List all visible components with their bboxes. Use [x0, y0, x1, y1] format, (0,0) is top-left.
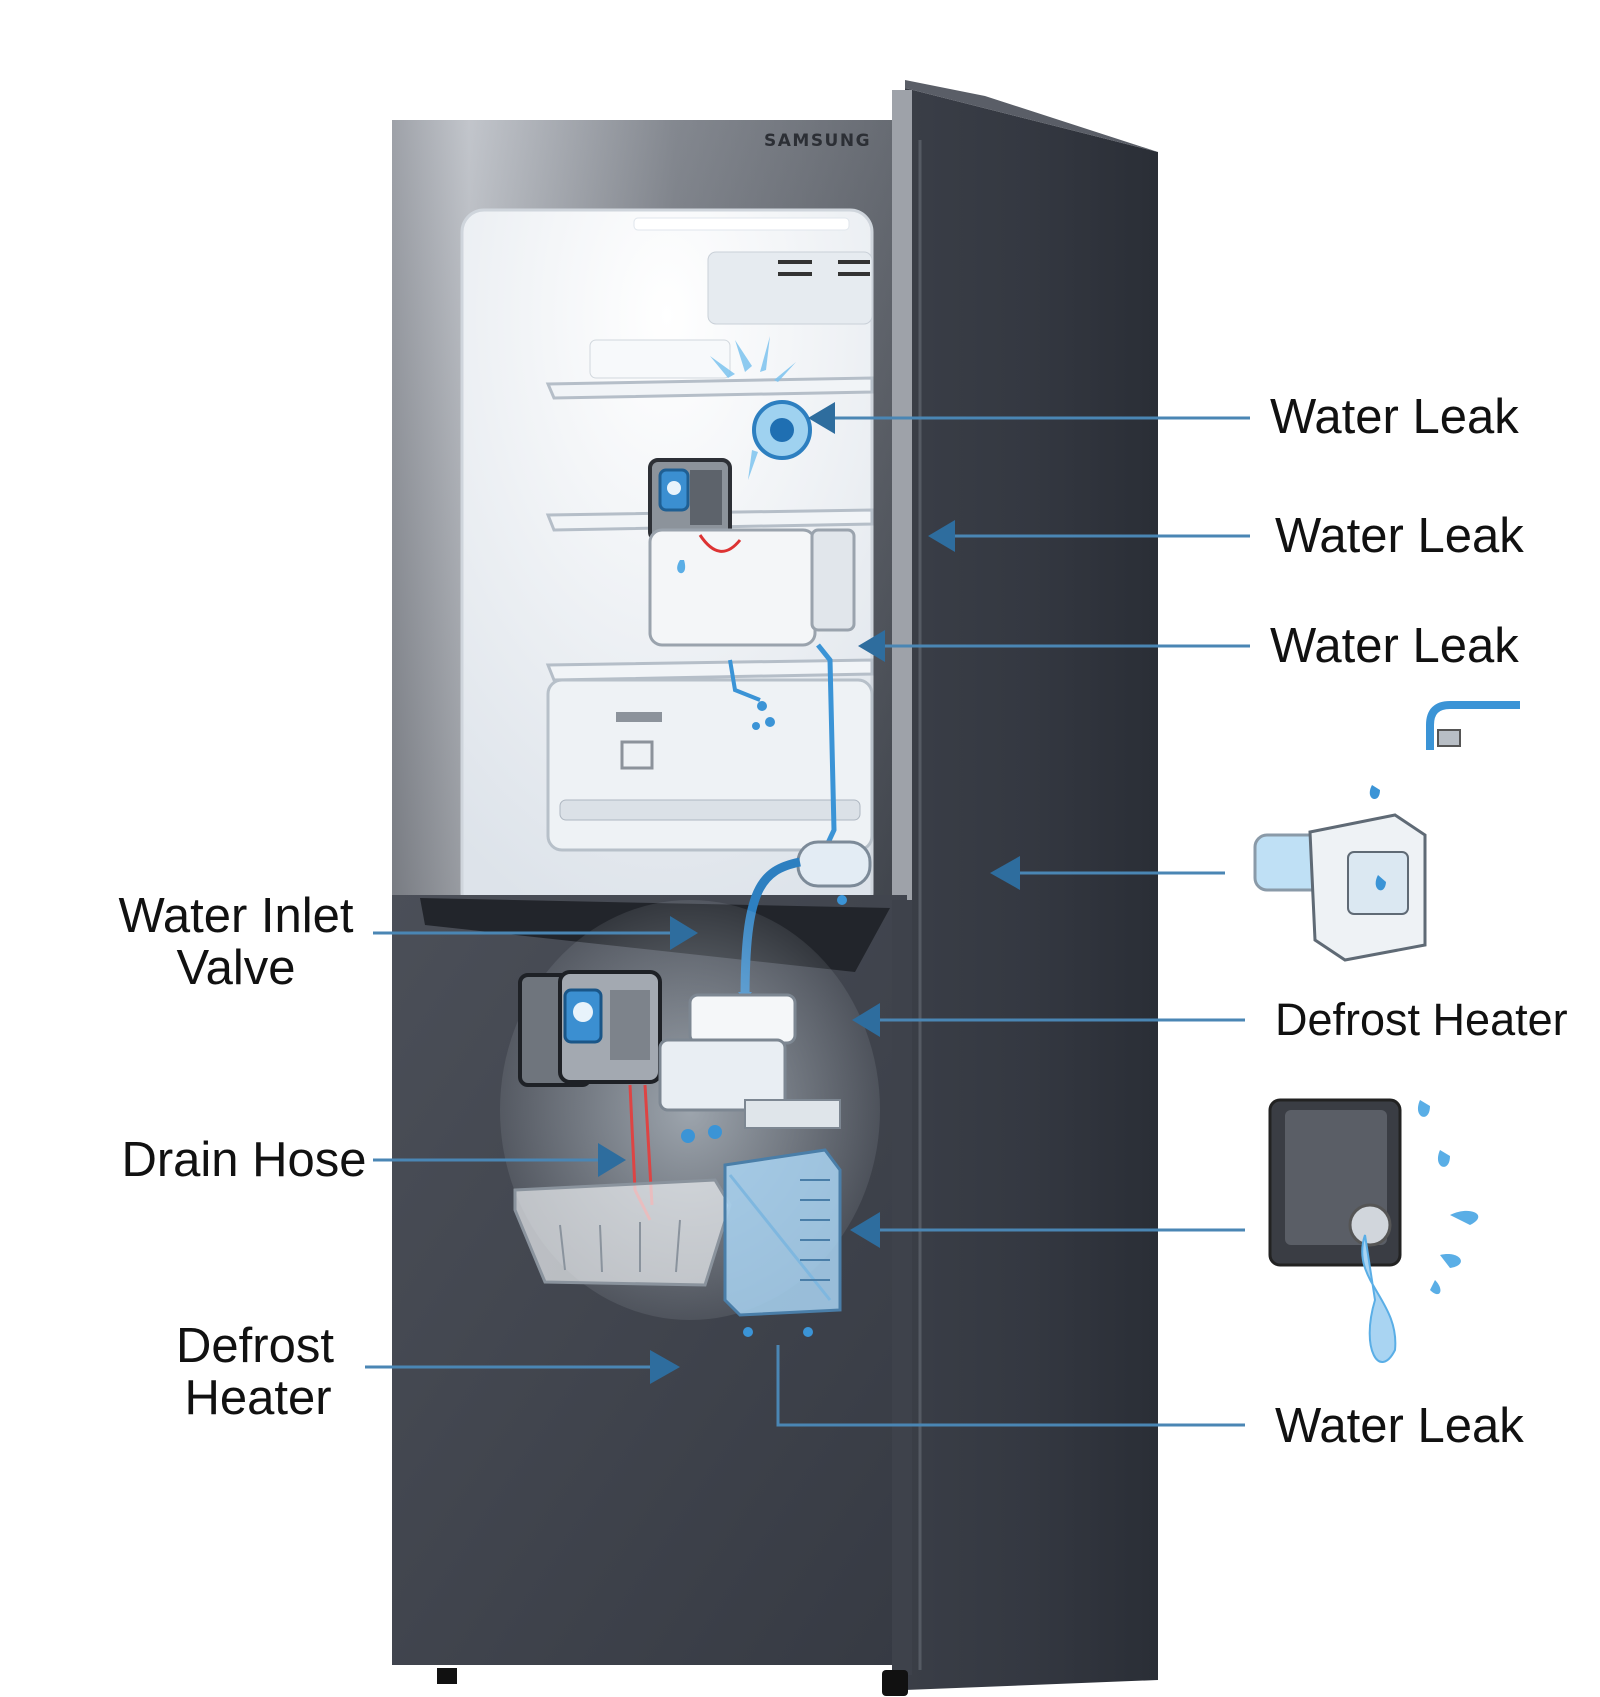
arrowhead-defrost-heater-left	[650, 1350, 680, 1384]
arrowhead-defrost-heater-right	[852, 1003, 880, 1037]
foot-left	[437, 1668, 457, 1684]
label-drain-hose: Drain Hose	[121, 1133, 366, 1187]
cabinet-top-edge	[905, 80, 1158, 152]
arrowhead-water-leak-1	[808, 402, 835, 434]
water-fill-cup-icon	[1253, 701, 1520, 962]
fridge-door-edge	[892, 90, 912, 900]
drips-fridge	[752, 701, 775, 730]
arrowhead-water-inlet-valve	[670, 916, 698, 950]
ice-bucket-bracket	[810, 528, 856, 632]
label-water-inlet-valve-line1: Water Inlet	[118, 889, 353, 943]
wire-red	[698, 534, 742, 553]
refrigerator: SAMSUNG	[392, 80, 1158, 1696]
callout-labels: Water Leak Water Leak Water Leak Defrost…	[118, 390, 1567, 1453]
drip-tube	[728, 659, 761, 702]
vent-slots	[778, 260, 870, 276]
brand-logo: SAMSUNG	[764, 131, 871, 151]
drop-1	[677, 560, 686, 574]
arrowhead-water-leak-3	[858, 630, 885, 662]
leader-water-leak-4	[776, 1345, 1245, 1427]
drips-freezer	[681, 1125, 722, 1143]
drain-pan	[513, 1178, 732, 1287]
arrowhead-water-leak-2	[928, 520, 955, 552]
cabinet-side-panel	[905, 88, 1158, 1690]
arrowhead-fill-cup-icon	[990, 856, 1020, 890]
freezer-door-edge	[892, 900, 912, 1675]
callout-leaders	[365, 402, 1250, 1427]
label-water-inlet-valve-line2: Valve	[177, 941, 296, 995]
water-inlet-valve-assembly	[518, 970, 662, 1087]
label-water-leak-2: Water Leak	[1275, 509, 1524, 563]
crisper-drawer	[546, 678, 874, 852]
freezer-internal-components	[500, 900, 880, 1337]
drain-pan-leak-icon	[1268, 1098, 1479, 1363]
foot-right	[882, 1670, 908, 1696]
ice-maker-motor	[648, 458, 732, 542]
label-defrost-heater-left-line2: Heater	[184, 1371, 331, 1425]
water-filter-core	[770, 418, 794, 442]
interior-vent	[707, 251, 873, 325]
shelves	[545, 376, 874, 682]
arrowhead-drain-hose	[598, 1143, 626, 1177]
storage-container	[589, 339, 731, 379]
label-defrost-heater-right: Defrost Heater	[1275, 994, 1568, 1045]
water-spray	[710, 336, 796, 480]
label-defrost-heater-left-line1: Defrost	[176, 1319, 334, 1373]
interior-light	[633, 217, 850, 231]
defrost-heater-box	[723, 1148, 842, 1337]
label-water-leak-3: Water Leak	[1270, 619, 1519, 673]
fill-cup	[658, 993, 841, 1129]
arrowhead-drain-pan-icon	[850, 1212, 880, 1248]
fridge-internal-components	[648, 336, 872, 1001]
label-water-leak-4: Water Leak	[1275, 1399, 1524, 1453]
label-water-leak-1: Water Leak	[1270, 390, 1519, 444]
